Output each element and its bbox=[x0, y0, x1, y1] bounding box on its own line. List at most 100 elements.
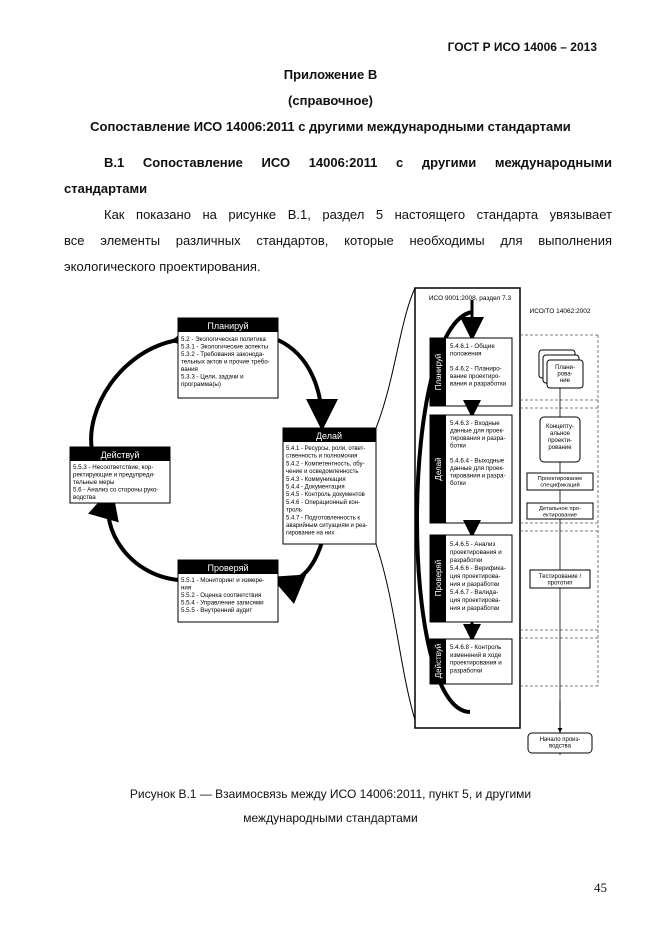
figure-text-line: данные для проек- bbox=[450, 465, 504, 472]
cycle-act-box: Действуй 5.5.3 - Несоответствие, кор-рек… bbox=[69, 446, 171, 504]
iso14062-production-box bbox=[527, 732, 593, 754]
figure-text-line: 5.4.6.4 - Выходные bbox=[450, 458, 505, 465]
figure-text-line: тирования и разра- bbox=[450, 435, 506, 442]
figure-text-line: проектирования и bbox=[450, 660, 502, 667]
figure-text-line: 5.3.1 - Экологические аспекты bbox=[181, 344, 269, 351]
iso14062-concept-box bbox=[539, 416, 581, 463]
cycle-check-title: Проверяй bbox=[208, 563, 249, 573]
figure-text-line: 5.4.1 - Ресурсы, роли, ответ- bbox=[286, 446, 365, 452]
figure-text-line: данные для проек- bbox=[450, 428, 504, 435]
figure-text-line: Тестирование / bbox=[539, 574, 582, 580]
iso9001-loop-arrow bbox=[415, 310, 473, 714]
cycle-arc-plan-do bbox=[277, 338, 338, 431]
iso9001-label: ИСО 9001:2008, раздел 7.3 bbox=[429, 295, 512, 302]
cycle-do-box: Делай 5.4.1 - Ресурсы, роли, ответ-ствен… bbox=[282, 427, 377, 545]
iso14062-spec-box bbox=[526, 472, 594, 491]
figure-text-line: проектирования и bbox=[450, 549, 502, 556]
appendix-title: Приложение В bbox=[283, 67, 378, 82]
funnel-top-line bbox=[375, 287, 416, 429]
figure-text-line: чение и осведомленность bbox=[286, 469, 358, 475]
figure-text-line: Детальное про- bbox=[539, 506, 581, 512]
figure-text-line: проекти- bbox=[548, 438, 572, 444]
figure-text-line: прототип bbox=[547, 581, 572, 587]
figure-text-line: 5.5.5 - Внутренний аудит bbox=[181, 607, 252, 614]
figure-text-line: 5.4.6.5 - Анализ bbox=[450, 541, 495, 548]
figure-text-line: 5.4.4 - Документация bbox=[286, 485, 345, 491]
figure-text-line: ция проектирова- bbox=[450, 597, 500, 604]
iso14062-production: Начало произ-водства bbox=[540, 737, 581, 750]
figure-text-line: 5.2 - Экологическая политика bbox=[181, 336, 266, 343]
figure-text-line: 5.3.3 - Цели, задачи и bbox=[181, 374, 244, 381]
figure-text-line: рова- bbox=[557, 372, 572, 378]
figure-text-line: 5.4.6.2 - Планиро- bbox=[450, 366, 502, 373]
iso9001-act-side: Действуй bbox=[434, 644, 443, 679]
figure-text-line: ние bbox=[560, 378, 571, 384]
figure-text-line: ния bbox=[181, 585, 191, 592]
section-title-line2: стандартами bbox=[64, 181, 148, 196]
figure-text-line: тельные меры bbox=[73, 479, 115, 486]
figure-text-line: Начало произ- bbox=[540, 737, 581, 743]
appendix-heading: Сопоставление ИСО 14006:2011 с другими м… bbox=[90, 119, 571, 134]
figure-text-line: положения bbox=[450, 351, 482, 358]
figure-text-line: Проектирование bbox=[538, 476, 583, 482]
iso14062-test-box bbox=[529, 569, 591, 589]
iso9001-plan-side: Планируй bbox=[434, 354, 443, 391]
figure-text-line: 5.4.6 - Операционный кон- bbox=[286, 499, 360, 506]
cycle-arc-do-check bbox=[270, 541, 324, 604]
iso14062-detail: Детальное про-ектирование bbox=[539, 506, 581, 519]
figure-text-line: тельных актов и прочие требо- bbox=[181, 359, 270, 366]
figure-text-line bbox=[450, 358, 452, 365]
figure-text-line: гирование на них bbox=[286, 531, 334, 537]
cycle-plan-title: Планируй bbox=[207, 321, 248, 331]
iso14062-detail-box bbox=[526, 502, 594, 520]
figure-text-line: 5.4.6.1 - Общие bbox=[450, 343, 495, 350]
iso9001-do-side: Делай bbox=[434, 457, 443, 480]
figure-text-line: 5.6 - Анализ со стороны руко- bbox=[73, 487, 159, 494]
section-paragraph: Как показано на рисунке В.1, раздел 5 на… bbox=[64, 202, 612, 280]
iso14062-test: Тестирование /прототип bbox=[539, 574, 582, 587]
paragraph-line2: все элементы различных стандартов, котор… bbox=[64, 233, 612, 248]
section-title: В.1 Сопоставление ИСО 14006:2011 с други… bbox=[64, 150, 612, 202]
figure-text-line: спецификаций bbox=[540, 482, 580, 489]
figure-text-line bbox=[450, 450, 452, 457]
section-title-line1: В.1 Сопоставление ИСО 14006:2011 с други… bbox=[104, 155, 612, 170]
figure-caption-line1: Рисунок В.1 — Взаимосвязь между ИСО 1400… bbox=[129, 787, 532, 801]
figure-text-line: 5.4.5 - Контроль документов bbox=[286, 492, 365, 498]
figure-text-line: водства bbox=[73, 494, 96, 501]
figure-text-line: ботки bbox=[450, 480, 466, 487]
appendix-subtitle: (справочное) bbox=[288, 93, 373, 108]
figure-text-line: вание проектиро- bbox=[450, 373, 500, 380]
iso14062-column: ИСО/ТО 14062:2002 Плани-рова-ние Концепт… bbox=[520, 308, 599, 755]
figure-text-line: изменений в ходе bbox=[450, 652, 502, 659]
iso9001-check-side: Проверяй bbox=[434, 560, 443, 596]
figure-text-line: Плани- bbox=[555, 365, 575, 371]
figure-text-line: 5.4.7 - Подготовленность к bbox=[286, 515, 360, 521]
figure-text-line: ния и разработки bbox=[450, 605, 500, 612]
paragraph-line3: экологического проектирования. bbox=[64, 259, 261, 274]
cycle-arc-act-plan bbox=[89, 320, 205, 451]
figure-text-line: 5.4.2 - Компетентность, обу- bbox=[286, 461, 365, 467]
cycle-act-title: Действуй bbox=[101, 450, 140, 460]
iso9001-column: ИСО 9001:2008, раздел 7.3 bbox=[414, 287, 521, 729]
figure-text-line: 5.4.6.3 - Входные bbox=[450, 420, 500, 427]
cycle-act-text: 5.5.3 - Несоответствие, кор-ректирующие … bbox=[73, 464, 159, 501]
figure-text-line: разработки bbox=[450, 557, 483, 564]
figure-text-line: ция проектирова- bbox=[450, 573, 500, 580]
figure-text-line: программа(ы) bbox=[181, 381, 221, 388]
figure-text-line: ния и разработки bbox=[450, 581, 500, 588]
figure-text-line: тирования и разра- bbox=[450, 473, 506, 480]
figure-text-line: рование bbox=[548, 445, 572, 451]
iso14062-planning: Плани-рова-ние bbox=[555, 365, 575, 384]
figure-text-line: ректирующие и предупреди- bbox=[73, 472, 155, 479]
